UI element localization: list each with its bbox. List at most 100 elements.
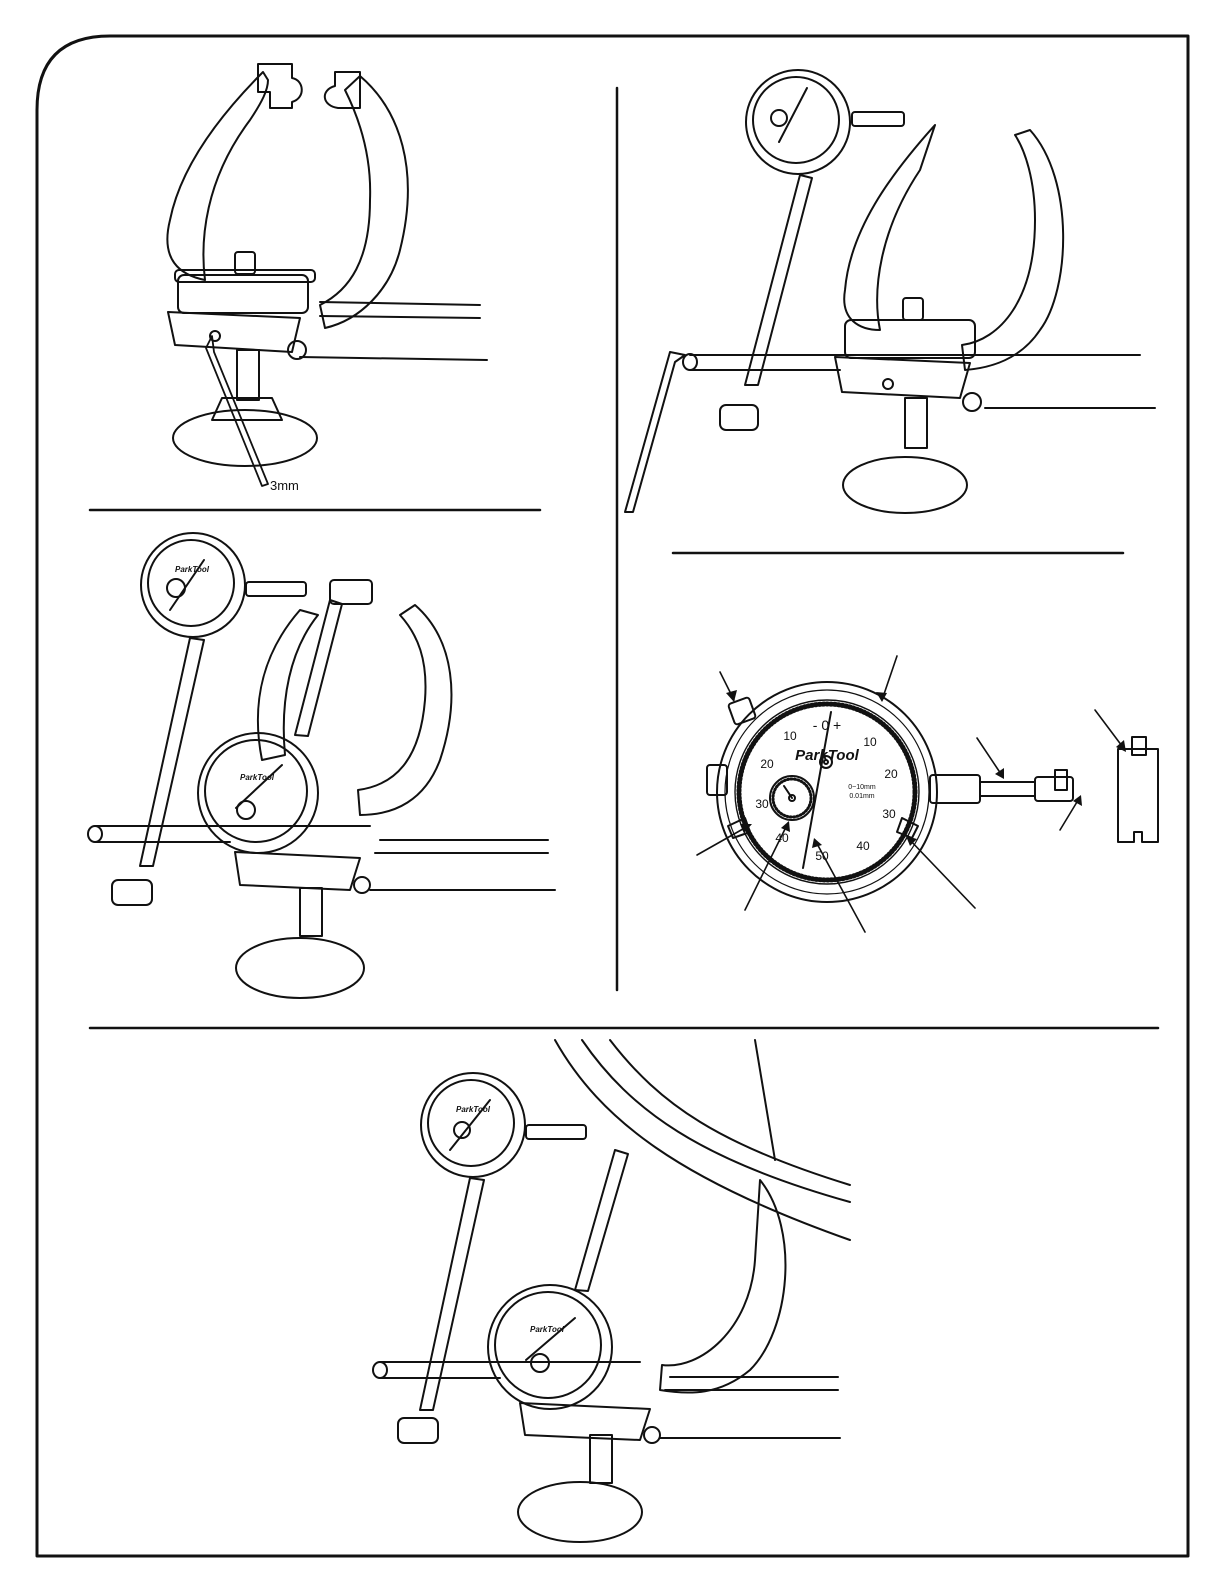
rail-1: [320, 302, 480, 305]
dial-scale-40-right: 40: [856, 839, 870, 853]
dial-range: 0~10mm: [848, 784, 876, 791]
arrow-bezel: [876, 692, 887, 702]
probe-rod: [295, 600, 342, 736]
caliper-right-tip: [325, 72, 360, 108]
caliper-right-arm: [962, 130, 1063, 370]
threaded-post: [237, 350, 259, 400]
gauge-face: [753, 77, 839, 163]
arrow-clamp-right: [906, 836, 917, 846]
base-stem: [212, 398, 282, 420]
cross-bar-end: [88, 826, 102, 842]
dial-resolution: 0.01mm: [849, 793, 874, 800]
dial-scale-30-right: 30: [882, 807, 896, 821]
upper-gauge-brand: ParkTool: [456, 1105, 491, 1114]
base-foot: [843, 457, 967, 513]
wrench-size-label: 3mm: [270, 478, 299, 493]
rim-channel: [610, 1040, 850, 1185]
threaded-post: [905, 398, 927, 448]
arrow-bezel-lock: [726, 690, 737, 702]
caliper-right-arm: [320, 76, 408, 328]
lower-gauge-ring: [488, 1285, 612, 1409]
lower-gauge-ring: [198, 733, 318, 853]
upper-gauge-arm: [140, 638, 204, 866]
upper-gauge-brand: ParkTool: [175, 565, 210, 574]
upper-gauge-ring: [421, 1073, 525, 1177]
gauge-outer-ring: [746, 70, 850, 174]
set-screw: [644, 1427, 660, 1443]
dial-scale-40-left: 40: [775, 831, 789, 845]
probe-rod: [575, 1150, 628, 1291]
stem-spindle: [980, 782, 1035, 796]
arrow-contact-point: [1073, 795, 1082, 806]
dial-scale-20-right: 20: [884, 767, 898, 781]
figure-5-dial-detail: [707, 682, 1158, 902]
upper-subdial: [167, 579, 185, 597]
figure-3-dual-gauge: [88, 533, 555, 998]
gauge-needle: [779, 88, 807, 142]
cross-bar-end: [373, 1362, 387, 1378]
figure-4-wheel-rim: [373, 1040, 850, 1542]
cross-bar-end: [683, 354, 697, 370]
rim-outer: [555, 1040, 850, 1240]
rail-2: [320, 316, 480, 318]
figure-2-gauge-mounted: [625, 70, 1155, 513]
mounting-block: [1118, 749, 1158, 842]
base-foot: [236, 938, 364, 998]
figure-5-leader-lines: [697, 656, 1125, 932]
thumb-screw: [720, 405, 758, 430]
hex-wrench-long: [625, 352, 685, 512]
caliper-right-arm: [660, 1180, 785, 1393]
subdial-needle: [784, 786, 792, 798]
rail-3: [300, 357, 487, 360]
leader-spindle: [977, 738, 1003, 777]
lower-gauge-brand: ParkTool: [240, 773, 275, 782]
dial-scale-20-left: 20: [760, 757, 774, 771]
dial-scale-10-right: 10: [863, 735, 877, 749]
upper-gauge-stem: [246, 582, 306, 596]
upper-gauge-face: [148, 540, 234, 626]
bezel-outer: [717, 682, 937, 902]
pivot-block: [330, 580, 372, 604]
caliper-left-tip: [258, 64, 302, 108]
gauge-subdial: [771, 110, 787, 126]
cross-bar: [95, 826, 370, 842]
dial-scale-10-left: 10: [783, 729, 797, 743]
set-screw: [354, 877, 370, 893]
spoke: [755, 1040, 775, 1160]
dial-scale-50: 50: [815, 849, 829, 863]
cross-bar: [380, 1362, 640, 1378]
thumb-screw: [398, 1418, 438, 1443]
figure-1-caliper-hex-wrench: [167, 64, 487, 486]
gauge-arm: [745, 175, 812, 385]
caliper-body: [845, 320, 975, 358]
thumb-screw: [112, 880, 152, 905]
gauge-stem: [852, 112, 904, 126]
dial-brand: ParkTool: [795, 747, 859, 764]
caliper-base-plate: [168, 312, 300, 352]
mounting-block-slot: [1132, 737, 1146, 755]
dial-scale-30-left: 30: [755, 797, 769, 811]
dial-zero-mark: - 0 +: [813, 717, 841, 733]
upper-gauge-ring: [141, 533, 245, 637]
base-foot: [173, 410, 317, 466]
upper-gauge-stem: [526, 1125, 586, 1139]
caliper-body: [178, 275, 308, 313]
adjust-knob-top: [903, 298, 923, 320]
set-screw: [963, 393, 981, 411]
lower-gauge-face: [495, 1292, 601, 1398]
base-foot: [518, 1482, 642, 1542]
threaded-post: [590, 1435, 612, 1483]
caliper-base-plate: [835, 357, 970, 398]
contact-tip: [1055, 770, 1067, 790]
caliper-base-plate: [235, 852, 360, 890]
threaded-post: [300, 888, 322, 936]
arrow-needle: [812, 838, 822, 848]
leader-clamp-right: [908, 838, 975, 908]
arrow-spindle: [995, 768, 1004, 779]
upper-gauge-arm: [420, 1178, 484, 1410]
caliper-right-arm: [358, 605, 451, 815]
hex-socket: [883, 379, 893, 389]
lower-gauge-brand: ParkTool: [530, 1325, 565, 1334]
caliper-left-arm: [167, 72, 268, 280]
